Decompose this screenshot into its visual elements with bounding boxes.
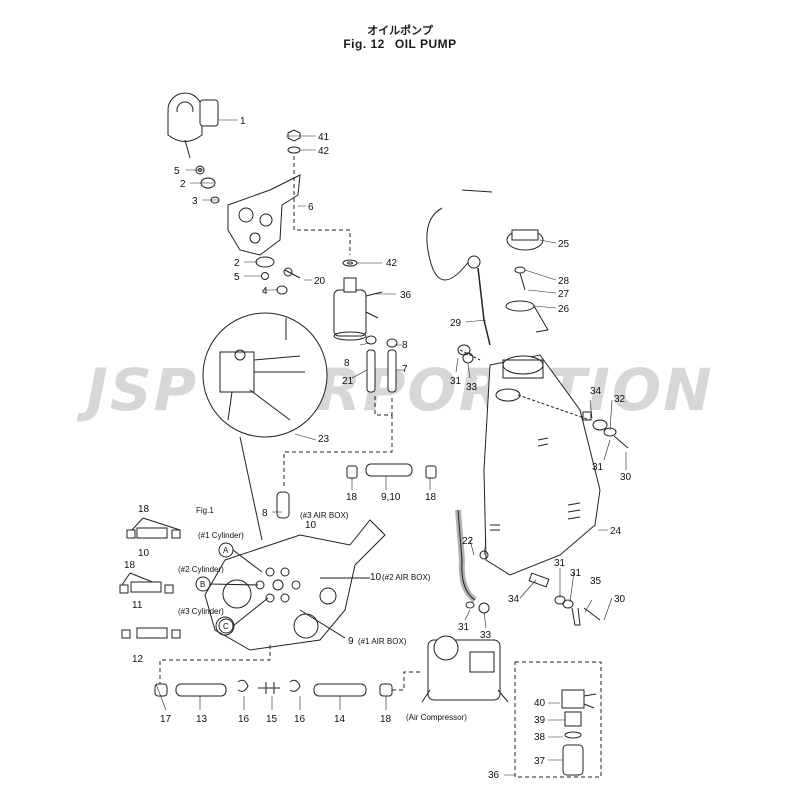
part-number-23: 23 bbox=[318, 434, 330, 445]
part-number-27: 27 bbox=[558, 289, 570, 300]
part-number-34: 34 bbox=[590, 386, 602, 397]
part-number-8: 8 bbox=[402, 340, 408, 351]
part-number-37: 37 bbox=[534, 756, 546, 767]
part-number-14: 14 bbox=[334, 714, 346, 725]
label-air-box-1: (#1 AIR BOX) bbox=[358, 637, 407, 646]
part-number-9: 9 bbox=[348, 636, 354, 647]
part-number-2: 2 bbox=[180, 179, 186, 190]
part-number-16: 16 bbox=[238, 714, 250, 725]
figure-title: Fig. 12 OIL PUMP bbox=[0, 37, 800, 51]
part-number-5: 5 bbox=[174, 166, 180, 177]
fig1-label: Fig.1 bbox=[196, 506, 214, 515]
part-number-31: 31 bbox=[570, 568, 582, 579]
part-number-34: 34 bbox=[508, 594, 520, 605]
oil-tank-part bbox=[483, 354, 601, 576]
part-number-10: 10 bbox=[305, 520, 317, 531]
part-number-16: 16 bbox=[294, 714, 306, 725]
label-cylinder-2: (#2 Cylinder) bbox=[178, 565, 224, 574]
figure-number: Fig. 12 bbox=[343, 37, 385, 51]
part-number-18: 18 bbox=[124, 560, 136, 571]
part-number-31: 31 bbox=[450, 376, 462, 387]
figure-name: OIL PUMP bbox=[394, 37, 457, 51]
part-number-36: 36 bbox=[488, 770, 500, 781]
part-number-12: 12 bbox=[132, 654, 144, 665]
part-number-39: 39 bbox=[534, 715, 546, 726]
part-number-4: 4 bbox=[262, 286, 268, 297]
part-number-33: 33 bbox=[466, 382, 478, 393]
part-number-11: 11 bbox=[132, 600, 143, 611]
label-cylinder-1: (#1 Cylinder) bbox=[198, 531, 244, 540]
part-number-18: 18 bbox=[138, 504, 150, 515]
callout-c: C bbox=[223, 622, 229, 631]
part-number-31: 31 bbox=[592, 462, 604, 473]
part-number-9-10: 9,10 bbox=[381, 492, 401, 503]
part-number-38: 38 bbox=[534, 732, 546, 743]
part-number-8: 8 bbox=[344, 358, 350, 369]
label-air-compressor: (Air Compressor) bbox=[406, 713, 467, 722]
label-air-box-2: (#2 AIR BOX) bbox=[382, 573, 431, 582]
part-number-32: 32 bbox=[614, 394, 626, 405]
filter-assembly-part bbox=[561, 689, 597, 776]
part-number-18: 18 bbox=[346, 492, 358, 503]
part-number-42: 42 bbox=[318, 146, 330, 157]
part-number-10: 10 bbox=[370, 572, 382, 583]
fuel-filter-part bbox=[333, 277, 383, 341]
part-number-3: 3 bbox=[192, 196, 198, 207]
part-number-35: 35 bbox=[590, 576, 602, 587]
part-number-40: 40 bbox=[534, 698, 546, 709]
part-number-31: 31 bbox=[554, 558, 566, 569]
part-number-18: 18 bbox=[425, 492, 437, 503]
part-number-24: 24 bbox=[610, 526, 622, 537]
part-number-17: 17 bbox=[160, 714, 172, 725]
air-compressor-part bbox=[421, 635, 509, 703]
part-number-29: 29 bbox=[450, 318, 462, 329]
part-number-2: 2 bbox=[234, 258, 240, 269]
bracket-part bbox=[227, 174, 301, 256]
part-number-26: 26 bbox=[558, 304, 570, 315]
part-number-41: 41 bbox=[318, 132, 330, 143]
oil-pump-part bbox=[167, 92, 219, 159]
part-number-20: 20 bbox=[314, 276, 326, 287]
callout-b: B bbox=[200, 580, 205, 589]
part-number-15: 15 bbox=[266, 714, 278, 725]
part-number-1: 1 bbox=[240, 116, 246, 127]
title-japanese: オイルポンプ bbox=[367, 25, 433, 37]
label-air-box-3: (#3 AIR BOX) bbox=[300, 511, 349, 520]
part-number-6: 6 bbox=[308, 202, 314, 213]
part-number-25: 25 bbox=[558, 239, 570, 250]
part-number-31: 31 bbox=[458, 622, 470, 633]
part-number-33: 33 bbox=[480, 630, 492, 641]
part-number-7: 7 bbox=[402, 364, 408, 375]
part-number-30: 30 bbox=[620, 472, 632, 483]
part-number-18: 18 bbox=[380, 714, 392, 725]
part-number-28: 28 bbox=[558, 276, 570, 287]
part-number-30: 30 bbox=[614, 594, 626, 605]
part-number-10: 10 bbox=[138, 548, 150, 559]
detail-circle-contents bbox=[219, 318, 305, 421]
label-cylinder-3: (#3 Cylinder) bbox=[178, 607, 224, 616]
callout-a: A bbox=[223, 546, 229, 555]
part-number-42: 42 bbox=[386, 258, 398, 269]
part-number-13: 13 bbox=[196, 714, 208, 725]
part-number-22: 22 bbox=[462, 536, 474, 547]
part-number-8: 8 bbox=[262, 508, 268, 519]
part-number-5: 5 bbox=[234, 272, 240, 283]
part-number-36: 36 bbox=[400, 290, 412, 301]
part-number-21: 21 bbox=[342, 376, 354, 387]
